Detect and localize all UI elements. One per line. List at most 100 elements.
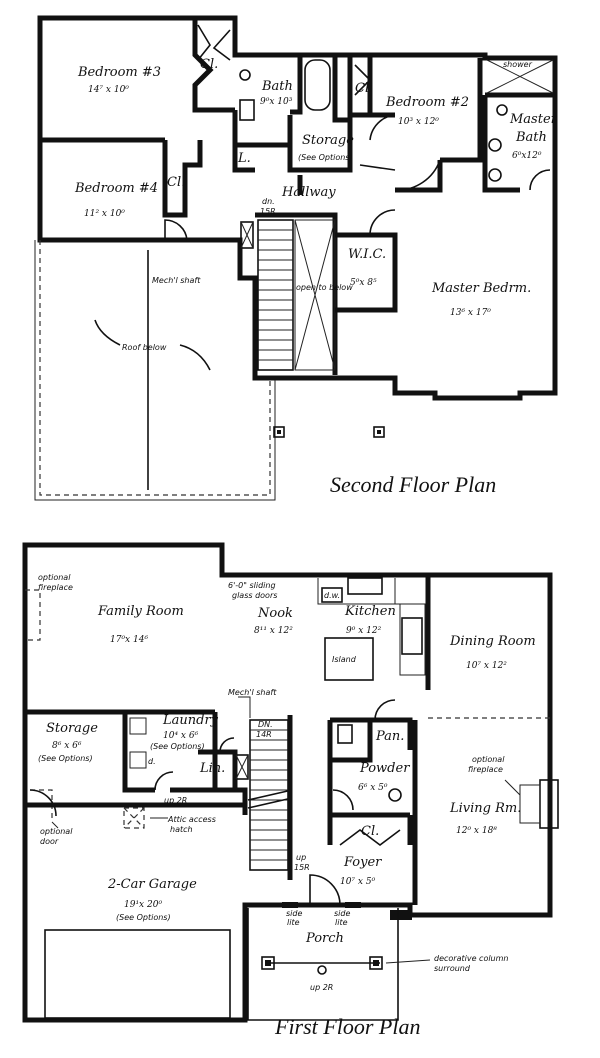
garage-note: (See Options) <box>116 913 171 922</box>
dryer-label: d. <box>148 757 156 766</box>
master-bath-sink-icon-bottom <box>488 168 502 182</box>
roof-below-outline <box>39 240 271 496</box>
family-room-dims: 17⁰x 14⁶ <box>110 635 148 645</box>
wic-label: W.I.C. <box>348 247 386 262</box>
porch-column-marker-right <box>373 426 385 438</box>
second-floor-stair-treads <box>258 229 293 361</box>
garage-dims: 19¹x 20⁰ <box>124 900 162 910</box>
bedroom4-door <box>164 219 188 241</box>
shower-label: shower <box>503 60 533 69</box>
wic-dims: 5⁰x 8⁵ <box>350 278 377 288</box>
powder-sink-icon <box>337 724 353 744</box>
bedroom4-label: Bedroom #4 <box>74 181 158 196</box>
bedroom3-label: Bedroom #3 <box>77 65 161 80</box>
side-lite-left-label-2: lite <box>287 918 300 927</box>
bedroom2-door <box>359 114 396 171</box>
sliding-doors-label-2: glass doors <box>232 591 277 600</box>
bedroom4-closet-wall <box>162 140 203 218</box>
master-bedrm-dims: 13⁶ x 17⁰ <box>450 308 491 318</box>
bedroom4-dims: 11² x 10⁰ <box>84 209 125 219</box>
garage-wall <box>25 787 248 815</box>
first-mech-shaft-label: Mech'l shaft <box>228 688 277 697</box>
storage-door-swing <box>29 789 57 817</box>
kitchen-dishwasher-icon <box>321 587 343 603</box>
porch-outline <box>247 908 399 1021</box>
optional-fireplace-fr-label-1: optional <box>38 573 71 582</box>
bath-tub-icon <box>304 59 331 111</box>
pantry-wall <box>327 717 413 763</box>
bath-label: Bath <box>261 79 293 94</box>
kitchen-range-icon <box>401 617 423 655</box>
laundry-door <box>154 771 174 791</box>
garage-door-opening <box>44 929 231 1019</box>
kitchen-sink-icon <box>347 577 383 595</box>
roof-below-label: Roof below <box>122 343 167 352</box>
bedroom3-closet-label: Cl. <box>200 57 218 72</box>
master-bath-dims: 6⁰x12⁰ <box>512 151 542 161</box>
dining-room-label: Dining Room <box>449 634 536 649</box>
linen-closet-wall <box>232 145 255 173</box>
closet-label-1f: Cl. <box>361 824 379 839</box>
hallway-label: Hallway <box>281 185 336 200</box>
storage-note: (See Options) <box>298 153 353 162</box>
bedroom3-closet-wall <box>192 18 235 113</box>
stair-dn-label: dn. <box>262 197 275 206</box>
roof-below-arrow-left <box>94 319 121 346</box>
leader-fireplace-lr <box>504 779 521 796</box>
wic-wall <box>335 232 398 313</box>
bath-vanity-icon <box>239 99 255 121</box>
powder-toilet-icon <box>388 788 402 802</box>
roof-below-arrow-right <box>179 344 211 371</box>
porch-column-marker-right-inner <box>377 430 381 434</box>
porch-column-left <box>261 956 275 970</box>
open-to-below-area <box>294 219 336 371</box>
island-label: Island <box>332 655 357 664</box>
kitchen-island-icon <box>324 637 374 681</box>
first-floor-mech-shaft-x <box>235 754 249 780</box>
storage-label-1f: Storage <box>46 721 98 736</box>
kitchen-dims: 9⁰ x 12² <box>346 626 382 636</box>
attic-access-label-1: Attic access <box>167 815 216 824</box>
sliding-doors-label-1: 6'-0" sliding <box>228 581 276 590</box>
bedroom3-closet-door <box>197 24 231 61</box>
kitchen-counter <box>317 578 426 676</box>
master-bath-door <box>529 169 551 191</box>
living-fireplace-hearth <box>519 784 541 824</box>
second-floor-stair <box>257 219 294 371</box>
porch-label: Porch <box>305 931 344 946</box>
second-floor-title: Second Floor Plan <box>330 472 496 497</box>
wic-door <box>369 209 396 236</box>
living-room-label: Living Rm. <box>449 801 521 816</box>
pantry-label: Pan. <box>375 729 404 744</box>
leader-decorative-column <box>385 959 431 964</box>
linen-label-1f: Lin. <box>199 761 225 776</box>
side-lite-right-label-1: side <box>334 909 350 918</box>
attic-access-hatch <box>123 807 145 829</box>
side-lite-right-label-2: lite <box>335 918 348 927</box>
master-bath-label-2: Bath <box>515 130 547 145</box>
first-floor-plan <box>22 542 559 1023</box>
up2r-laundry-label: up 2R <box>164 796 187 805</box>
storage-door <box>30 789 53 820</box>
side-lite-left-label-1: side <box>286 909 302 918</box>
master-entry-door <box>394 159 441 191</box>
stair-break-line <box>247 789 293 809</box>
bedroom2-dims: 10³ x 12⁰ <box>398 117 439 127</box>
optional-fireplace-fr-label-2: fireplace <box>38 583 73 592</box>
master-bath-label-1: Master <box>509 112 558 127</box>
garage-label: 2-Car Garage <box>107 877 197 892</box>
storage-wall <box>287 55 353 173</box>
storage-note-1f: (See Options) <box>38 754 93 763</box>
up2r-porch-label: up 2R <box>310 983 333 992</box>
linen-wall <box>198 749 238 790</box>
porch-step-marker <box>317 965 327 975</box>
laundry-dims: 10⁴ x 6⁶ <box>163 731 199 741</box>
open-below-label: open to below <box>296 283 353 292</box>
laundry-dryer-icon <box>129 751 147 769</box>
master-bath-sink-icon-top <box>488 138 502 152</box>
bath-closet-label: Cl. <box>355 81 373 96</box>
dn-label: DN. <box>258 720 273 729</box>
kitchen-dw-label: d.w. <box>324 591 340 600</box>
kitchen-label: Kitchen <box>344 604 396 619</box>
